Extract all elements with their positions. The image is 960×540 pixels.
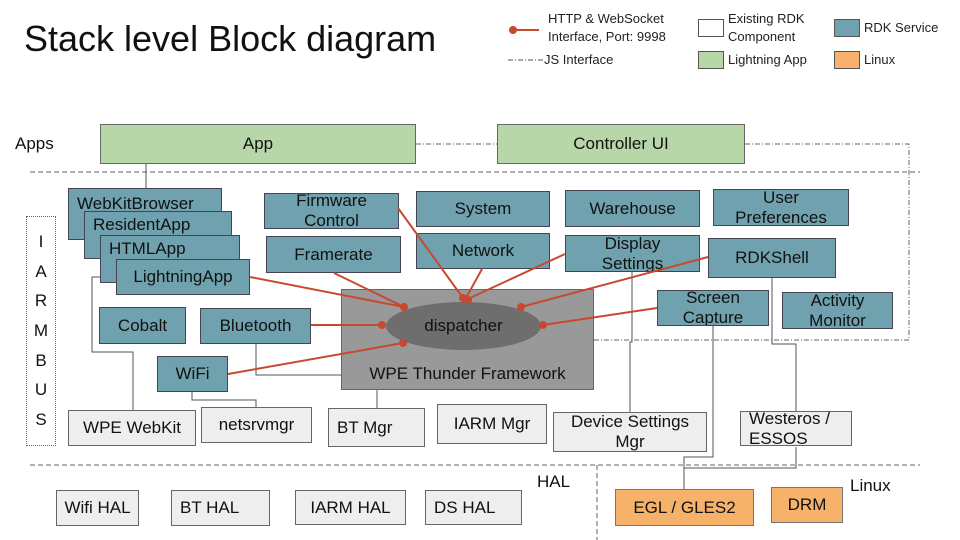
rdk-service-swatch	[834, 19, 860, 37]
device-settings-mgr-label-2: Mgr	[615, 432, 645, 451]
iarm-bus: I A R M B U S	[26, 216, 56, 446]
egl-gles2-box[interactable]: EGL / GLES2	[615, 489, 754, 526]
wifi-hal-box[interactable]: Wifi HAL	[56, 490, 139, 526]
warehouse-label: Warehouse	[589, 198, 676, 218]
user-preferences-box[interactable]: User Preferences	[713, 189, 849, 226]
display-settings-label-1: Display	[604, 235, 661, 253]
lightning-app-swatch	[698, 51, 724, 69]
display-settings-label-2: Settings	[601, 253, 664, 272]
device-settings-mgr-box[interactable]: Device Settings Mgr	[553, 412, 707, 452]
iarm-hal-label: IARM HAL	[310, 497, 391, 517]
wifi-hal-label: Wifi HAL	[64, 498, 131, 517]
wifi-label: WiFi	[175, 364, 210, 383]
activity-monitor-box[interactable]: Activity Monitor	[782, 292, 893, 329]
iarm-mgr-box[interactable]: IARM Mgr	[437, 404, 547, 444]
iarm-mgr-label: IARM Mgr	[453, 414, 531, 433]
wifi-netsrvmgr-link	[191, 391, 257, 407]
cobalt-label: Cobalt	[117, 315, 168, 335]
legend-existing-rdk-2: Component	[728, 29, 796, 44]
layer-label-hal: HAL	[537, 472, 571, 491]
wpe-webkit-label: WPE WebKit	[83, 418, 181, 437]
screen-capture-label-1: Screen	[686, 290, 740, 307]
iarm-bus-letter: I	[38, 231, 44, 251]
westeros-label-2: ESSOS	[749, 428, 808, 446]
iarm-bus-letter: R	[34, 291, 48, 311]
firmware-control-label-2: Control	[304, 211, 359, 229]
iarm-hal-box[interactable]: IARM HAL	[295, 490, 406, 525]
rdkshell-box[interactable]: RDKShell	[708, 238, 836, 278]
dispatcher[interactable]: dispatcher	[386, 302, 541, 350]
display-settings-box[interactable]: Display Settings	[565, 235, 700, 272]
lightningapp-box[interactable]: LightningApp	[116, 259, 250, 295]
ds-hal-label: DS HAL	[434, 497, 496, 517]
netsrvmgr-box[interactable]: netsrvmgr	[201, 407, 312, 443]
iarm-bus-letter: S	[35, 410, 47, 430]
firmware-control-label-1: Firmware	[296, 193, 367, 210]
bt-mgr-box[interactable]: BT Mgr	[328, 408, 425, 447]
westeros-essos-box[interactable]: Westeros / ESSOS	[740, 411, 852, 446]
bt-hal-box[interactable]: BT HAL	[171, 490, 270, 526]
existing-rdk-swatch	[698, 19, 724, 37]
cobalt-box[interactable]: Cobalt	[99, 307, 186, 344]
legend-http-label-2: Interface, Port: 9998	[548, 29, 666, 44]
http-interface-legend-icon	[509, 26, 539, 34]
screen-capture-label-2: Capture	[682, 308, 744, 326]
user-preferences-label-2: Preferences	[735, 207, 827, 226]
device-settings-mgr-label-1: Device Settings	[570, 412, 690, 431]
system-label: System	[454, 199, 512, 218]
controller-ui-label: Controller UI	[573, 134, 669, 153]
legend-http-label-1: HTTP & WebSocket	[548, 11, 664, 26]
rdkshell-label: RDKShell	[735, 248, 809, 267]
firmware-control-box[interactable]: Firmware Control	[264, 193, 399, 229]
bt-mgr-label: BT Mgr	[337, 417, 393, 437]
netsrvmgr-label: netsrvmgr	[218, 415, 295, 434]
bluetooth-box[interactable]: Bluetooth	[200, 308, 311, 344]
linux-swatch	[834, 51, 860, 69]
layer-label-linux: Linux	[850, 476, 891, 495]
ds-hal-box[interactable]: DS HAL	[425, 490, 522, 525]
network-label: Network	[451, 241, 515, 260]
screencapture-egl-link	[683, 326, 714, 489]
legend-linux: Linux	[864, 52, 896, 67]
activity-monitor-label-1: Activity	[810, 292, 865, 310]
framerate-label: Framerate	[294, 244, 373, 264]
wifi-box[interactable]: WiFi	[157, 356, 228, 392]
displaysettings-dsmgr-link	[629, 272, 633, 412]
framework-label: WPE Thunder Framework	[369, 364, 566, 383]
egl-gles2-label: EGL / GLES2	[633, 497, 736, 517]
drm-box[interactable]: DRM	[771, 487, 843, 523]
iarm-bus-letter: B	[35, 350, 47, 370]
system-box[interactable]: System	[416, 191, 550, 227]
controller-ui-box[interactable]: Controller UI	[497, 124, 745, 164]
htmlapp-label: HTMLApp	[109, 239, 186, 258]
dispatcher-label: dispatcher	[424, 316, 503, 335]
activity-monitor-label-2: Monitor	[809, 310, 866, 329]
warehouse-box[interactable]: Warehouse	[565, 190, 700, 227]
user-preferences-label-1: User	[763, 189, 799, 207]
legend-rdk-service: RDK Service	[864, 20, 939, 35]
iarm-bus-letter: M	[33, 320, 49, 340]
js-interface-legend-icon	[508, 59, 544, 61]
legend-lightning-app: Lightning App	[728, 52, 807, 67]
lightningapp-label: LightningApp	[133, 267, 233, 286]
bluetooth-label: Bluetooth	[219, 316, 292, 335]
layer-label-apps: Apps	[15, 134, 54, 153]
app-label: App	[242, 134, 274, 153]
iarm-bus-letter: U	[34, 380, 48, 400]
bt-hal-label: BT HAL	[180, 498, 240, 517]
drm-label: DRM	[787, 495, 827, 514]
network-box[interactable]: Network	[416, 233, 550, 269]
app-box[interactable]: App	[100, 124, 416, 164]
westeros-label-1: Westeros /	[749, 411, 830, 428]
webkitbrowser-label: WebKitBrowser	[77, 194, 194, 213]
legend-js-label: JS Interface	[544, 52, 614, 67]
screen-capture-box[interactable]: Screen Capture	[657, 290, 769, 326]
legend-existing-rdk-1: Existing RDK	[728, 11, 805, 26]
iarm-bus-letter: A	[35, 261, 47, 281]
wpe-webkit-box[interactable]: WPE WebKit	[68, 410, 196, 446]
framerate-box[interactable]: Framerate	[266, 236, 401, 273]
residentapp-label: ResidentApp	[93, 215, 191, 234]
diagram-title: Stack level Block diagram	[24, 18, 437, 59]
